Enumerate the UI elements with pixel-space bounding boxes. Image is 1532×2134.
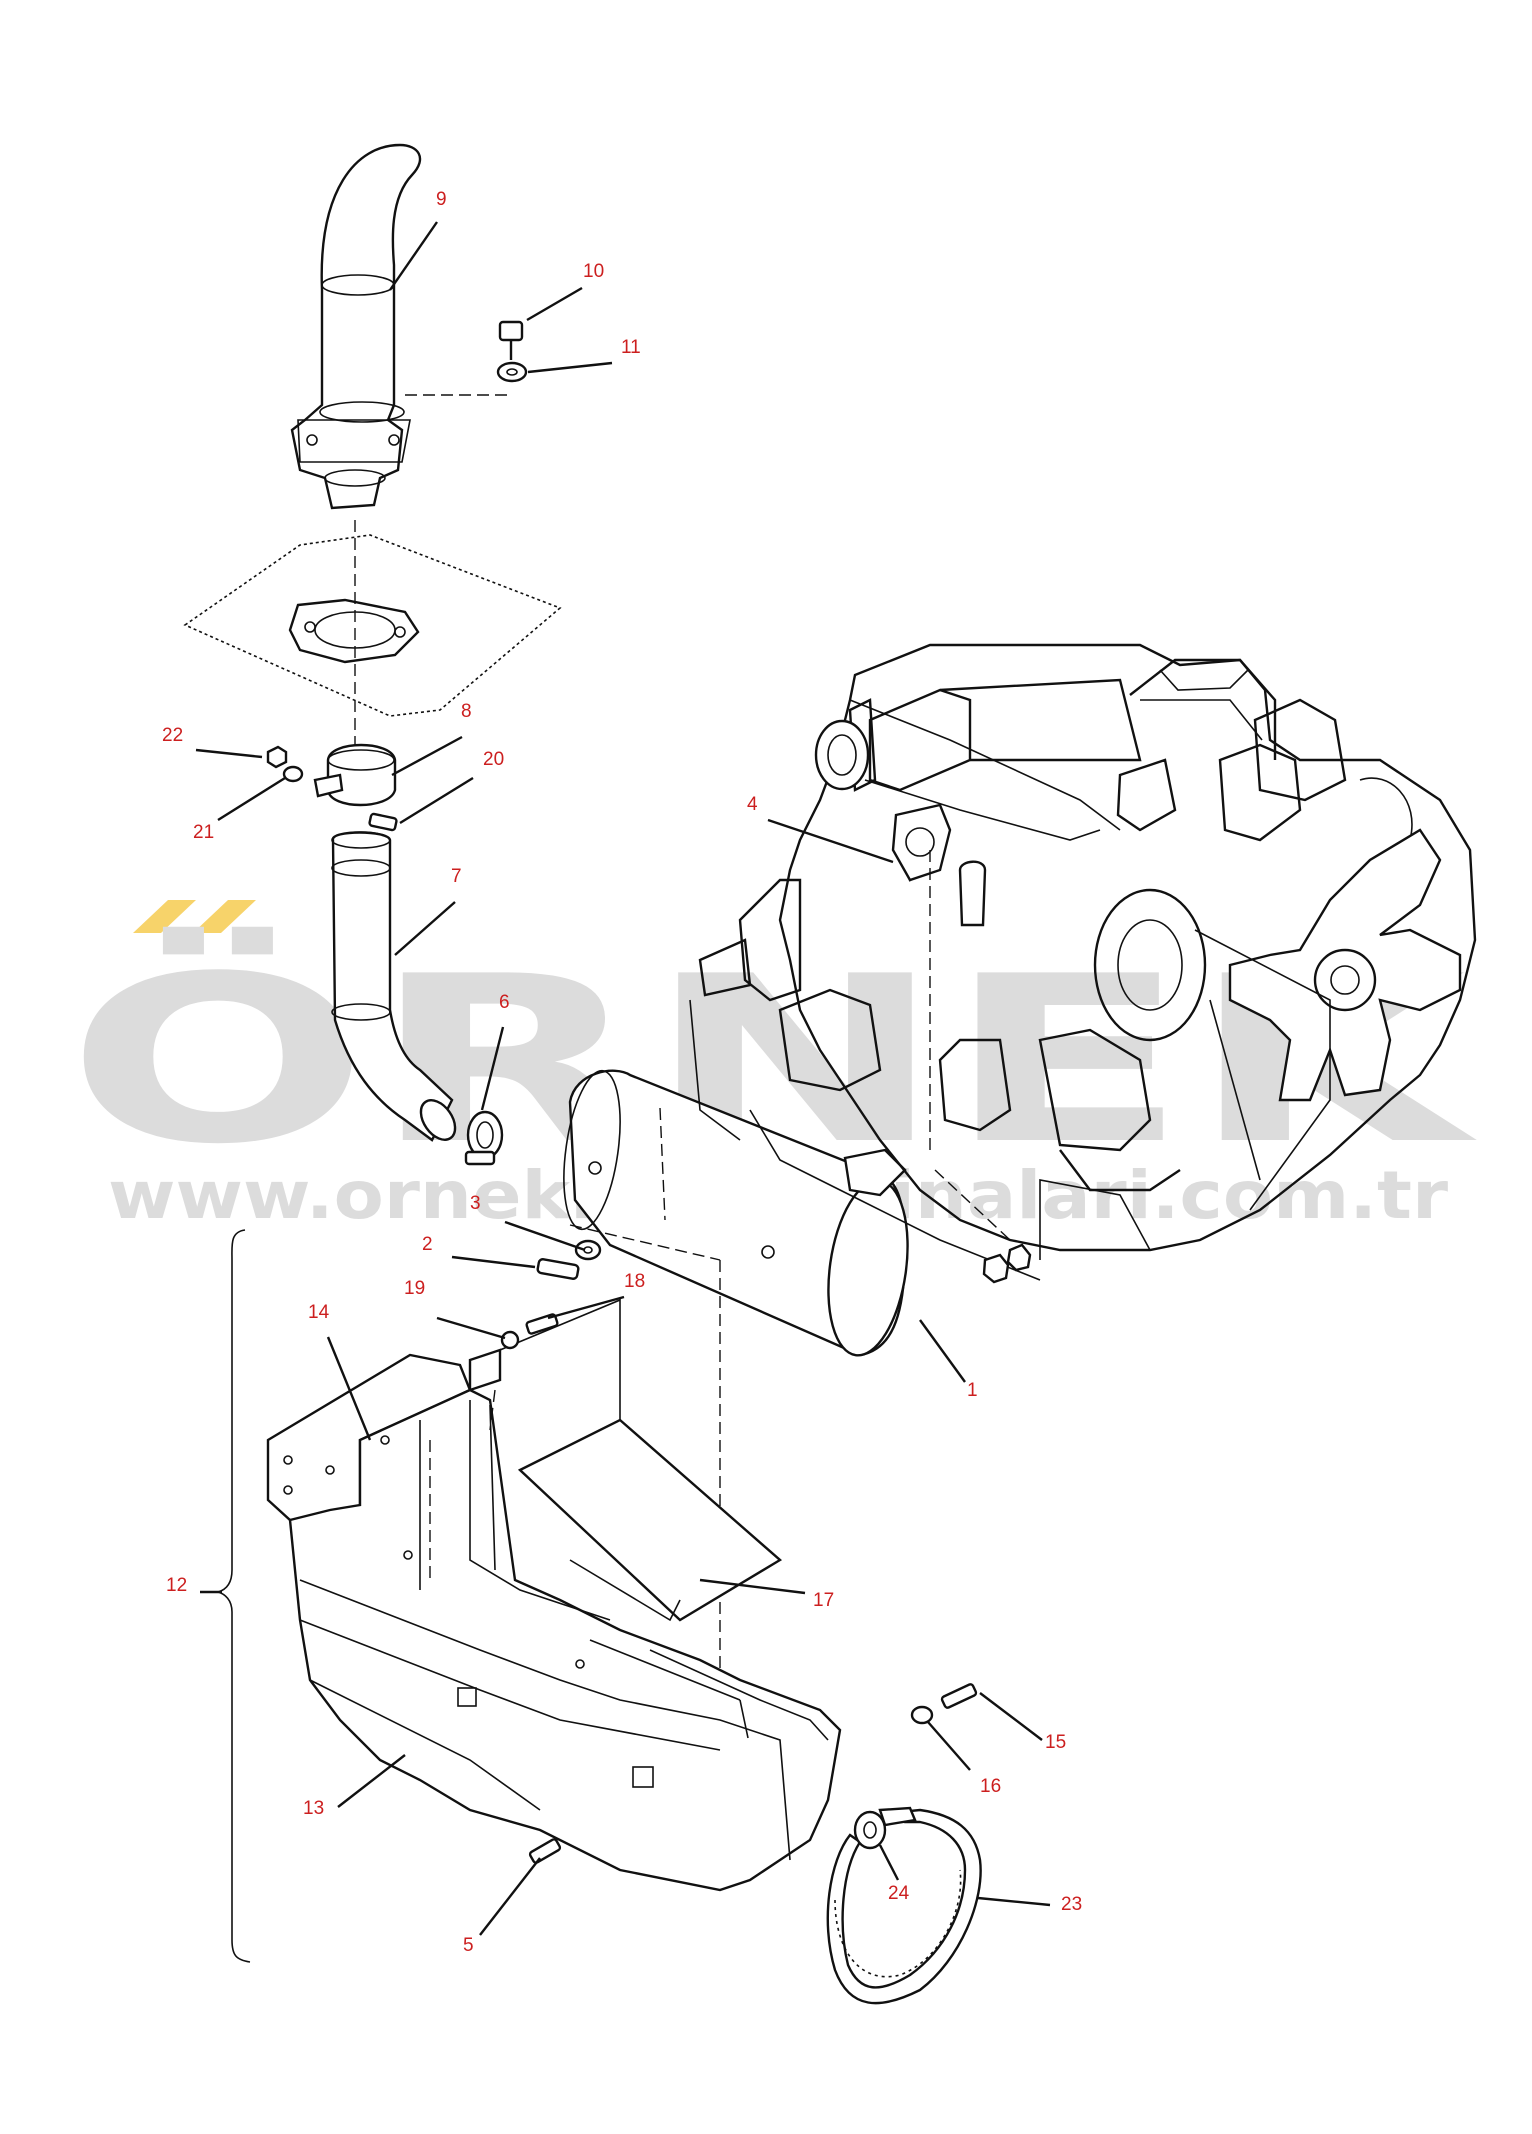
- muffler: [563, 1069, 909, 1850]
- callout-24: 24: [888, 1883, 910, 1904]
- muffler-band: [826, 1806, 982, 2005]
- callout-13: 13: [303, 1798, 324, 1819]
- callout-8: 8: [461, 701, 472, 722]
- callout-4: 4: [747, 794, 758, 815]
- hood-panel: [183, 520, 562, 780]
- watermark-accent-left: [133, 900, 196, 933]
- callout-15: 15: [1045, 1732, 1066, 1753]
- clamp-assembly: [266, 743, 398, 832]
- engine: [689, 643, 1477, 1284]
- callout-12: 12: [166, 1575, 187, 1596]
- callout-6: 6: [499, 992, 510, 1013]
- callout-16: 16: [980, 1776, 1001, 1797]
- callout-14: 14: [308, 1302, 330, 1323]
- callout-18: 18: [624, 1271, 645, 1292]
- callout-11: 11: [621, 337, 641, 358]
- callout-1: 1: [967, 1380, 978, 1401]
- shield-fasteners: [500, 1313, 978, 1864]
- bolt-and-washer: [496, 320, 528, 383]
- band-clamp: [464, 1110, 504, 1166]
- callout-3: 3: [470, 1193, 481, 1214]
- callout-23: 23: [1061, 1894, 1082, 1915]
- heat-shield-assembly: [215, 1229, 842, 1963]
- callout-7: 7: [451, 866, 462, 887]
- callout-20: 20: [483, 749, 504, 770]
- exhaust-tube: [331, 831, 457, 1142]
- leader-lines: [195, 221, 1051, 1936]
- callout-21: 21: [193, 822, 214, 843]
- callout-9: 9: [436, 189, 447, 210]
- mount-bolt: [536, 1239, 602, 1280]
- callouts: 9 10 11 8 22 20 21 7 4 6 3 2 19 18 14 1 …: [162, 189, 1082, 1956]
- callout-22: 22: [162, 725, 183, 746]
- callout-19: 19: [404, 1278, 425, 1299]
- exhaust-stack: [290, 143, 510, 510]
- callout-17: 17: [813, 1590, 834, 1611]
- callout-2: 2: [422, 1234, 433, 1255]
- callout-5: 5: [463, 1935, 474, 1956]
- callout-10: 10: [583, 261, 604, 282]
- watermark-accent-right: [193, 900, 256, 933]
